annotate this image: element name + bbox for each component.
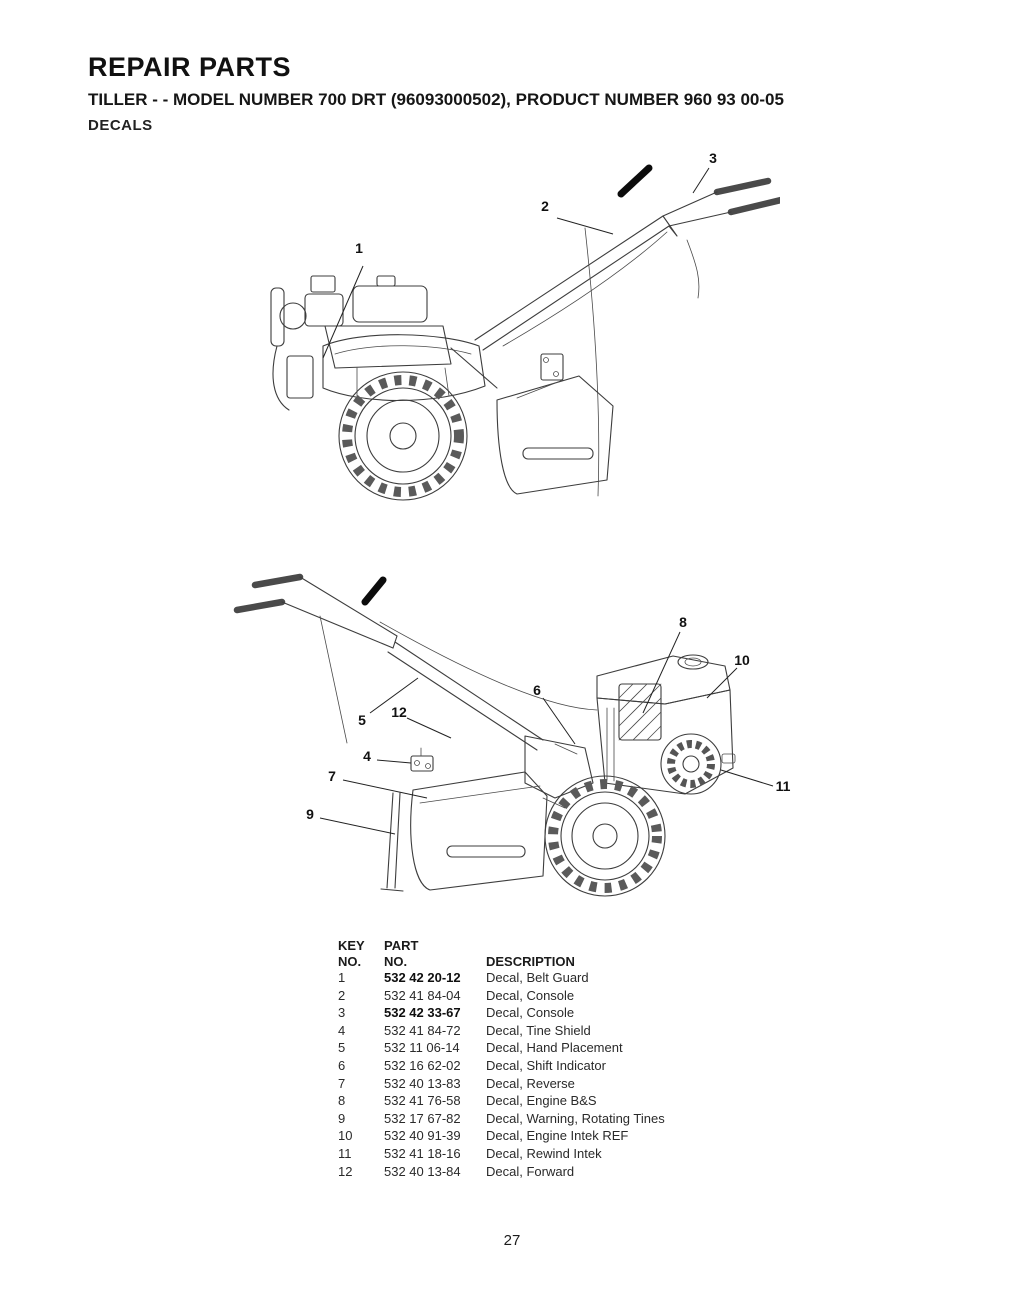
table-row: 4 532 41 84-72 Decal, Tine Shield — [338, 1023, 736, 1041]
diagram-top: 1 2 3 — [265, 148, 780, 520]
desc-cell: Decal, Tine Shield — [486, 1022, 591, 1038]
callout-12: 12 — [391, 704, 407, 720]
parts-table-header: KEY PART NO. NO. DESCRIPTION — [338, 938, 736, 970]
table-row: 12 532 40 13-84 Decal, Forward — [338, 1164, 736, 1182]
page-number: 27 — [503, 1232, 521, 1249]
table-row: 1 532 42 20-12 Decal, Belt Guard — [338, 970, 736, 988]
model-subtitle: TILLER - - MODEL NUMBER 700 DRT (9609300… — [88, 90, 784, 109]
header-key-line2: NO. — [338, 954, 362, 969]
key-cell: 8 — [338, 1093, 346, 1109]
callout-4: 4 — [363, 748, 371, 764]
key-cell: 11 — [338, 1145, 352, 1161]
section-heading: DECALS — [88, 117, 153, 134]
table-row: 8 532 41 76-58 Decal, Engine B&S — [338, 1093, 736, 1111]
key-cell: 9 — [338, 1110, 346, 1126]
table-row: 3 532 42 33-67 Decal, Console — [338, 1005, 736, 1023]
header-description: DESCRIPTION — [486, 954, 575, 969]
table-row: 2 532 41 84-04 Decal, Console — [338, 988, 736, 1006]
part-cell: 532 41 84-04 — [384, 987, 461, 1003]
part-cell: 532 40 13-84 — [384, 1163, 461, 1179]
callout-10: 10 — [734, 652, 750, 668]
callout-1: 1 — [355, 240, 363, 256]
part-cell: 532 42 33-67 — [384, 1005, 461, 1021]
tiller-bottom-illustration — [233, 573, 774, 897]
key-cell: 7 — [338, 1075, 346, 1091]
key-cell: 4 — [338, 1022, 346, 1038]
callout-8: 8 — [679, 614, 687, 630]
desc-cell: Decal, Forward — [486, 1163, 575, 1179]
part-cell: 532 41 84-72 — [384, 1022, 461, 1038]
callout-6: 6 — [533, 682, 541, 698]
key-cell: 3 — [338, 1005, 346, 1021]
parts-table: KEY PART NO. NO. DESCRIPTION 1 532 42 20… — [338, 938, 736, 1181]
part-cell: 532 40 13-83 — [384, 1075, 461, 1091]
part-cell: 532 16 62-02 — [384, 1057, 461, 1073]
desc-cell: Decal, Belt Guard — [486, 970, 589, 985]
table-row: 6 532 16 62-02 Decal, Shift Indicator — [338, 1058, 736, 1076]
callout-9: 9 — [306, 806, 314, 822]
diagram-bottom: 4 5 6 7 8 9 10 11 12 — [225, 558, 810, 923]
tiller-top-illustration — [270, 164, 780, 501]
key-cell: 12 — [338, 1163, 353, 1179]
table-row: 9 532 17 67-82 Decal, Warning, Rotating … — [338, 1111, 736, 1129]
part-cell: 532 41 18-16 — [384, 1145, 461, 1161]
key-cell: 10 — [338, 1128, 353, 1144]
key-cell: 5 — [338, 1040, 346, 1056]
table-row: 11 532 41 18-16 Decal, Rewind Intek — [338, 1146, 736, 1164]
desc-cell: Decal, Engine Intek REF — [486, 1128, 629, 1144]
key-cell: 2 — [338, 987, 346, 1003]
key-cell: 6 — [338, 1057, 346, 1073]
desc-cell: Decal, Reverse — [486, 1075, 575, 1091]
table-row: 10 532 40 91-39 Decal, Engine Intek REF — [338, 1128, 736, 1146]
header-desc-spacer — [486, 938, 736, 954]
table-row: 5 532 11 06-14 Decal, Hand Placement — [338, 1040, 736, 1058]
desc-cell: Decal, Engine B&S — [486, 1093, 597, 1109]
part-cell: 532 42 20-12 — [384, 970, 461, 985]
desc-cell: Decal, Shift Indicator — [486, 1057, 606, 1073]
header-key-line1: KEY — [338, 938, 365, 953]
callout-2: 2 — [541, 198, 549, 214]
part-cell: 532 40 91-39 — [384, 1128, 461, 1144]
table-row: 7 532 40 13-83 Decal, Reverse — [338, 1076, 736, 1094]
desc-cell: Decal, Rewind Intek — [486, 1145, 602, 1161]
part-cell: 532 11 06-14 — [384, 1040, 460, 1056]
callout-11: 11 — [775, 778, 791, 794]
desc-cell: Decal, Console — [486, 1005, 575, 1021]
part-cell: 532 41 76-58 — [384, 1093, 461, 1109]
part-cell: 532 17 67-82 — [384, 1110, 461, 1126]
key-cell: 1 — [338, 970, 346, 985]
page-title: REPAIR PARTS — [88, 52, 292, 82]
callout-3: 3 — [709, 150, 717, 166]
desc-cell: Decal, Warning, Rotating Tines — [486, 1110, 665, 1126]
desc-cell: Decal, Console — [486, 987, 575, 1003]
header-part-line2: NO. — [384, 954, 408, 969]
callout-5: 5 — [358, 712, 366, 728]
desc-cell: Decal, Hand Placement — [486, 1040, 623, 1056]
callout-7: 7 — [328, 768, 336, 784]
header-part-line1: PART — [384, 938, 419, 953]
